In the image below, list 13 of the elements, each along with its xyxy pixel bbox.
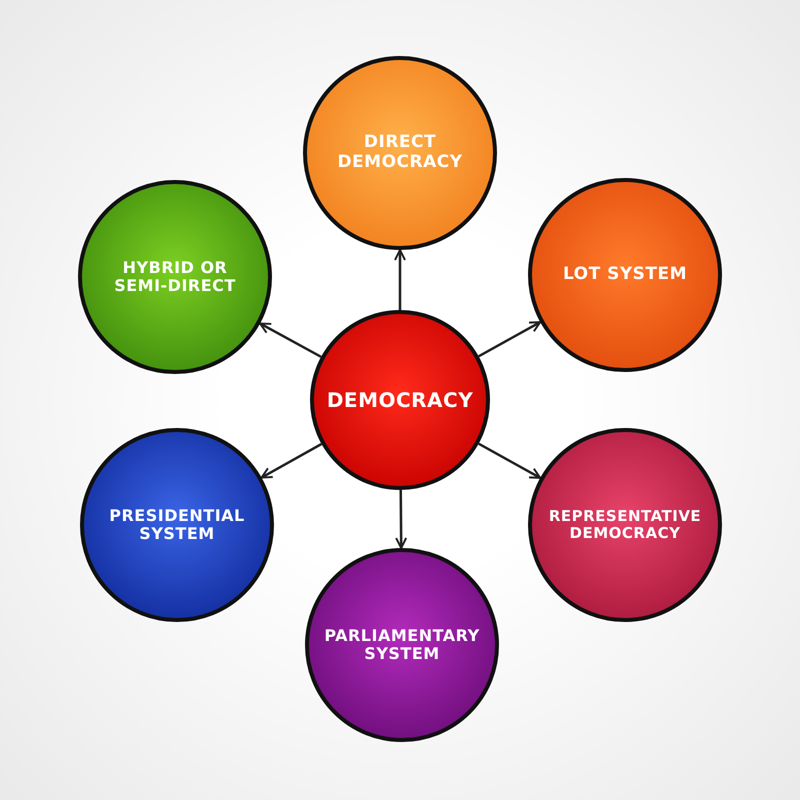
node-label: PRESIDENTIAL SYSTEM [108,506,246,544]
arrow [394,249,406,310]
arrow [478,321,542,358]
node-label: HYBRID OR SEMI-DIRECT [113,258,237,296]
arrow [259,322,322,358]
node-label: DEMOCRACY [326,388,474,412]
arrow [478,442,542,479]
node-label: REPRESENTATIVE DEMOCRACY [548,508,702,542]
arrow [260,442,322,479]
node-label: DIRECT DEMOCRACY [336,133,464,173]
arrow [395,490,408,549]
node-label: LOT SYSTEM [562,265,688,285]
node-label: PARLIAMENTARY SYSTEM [324,626,480,664]
